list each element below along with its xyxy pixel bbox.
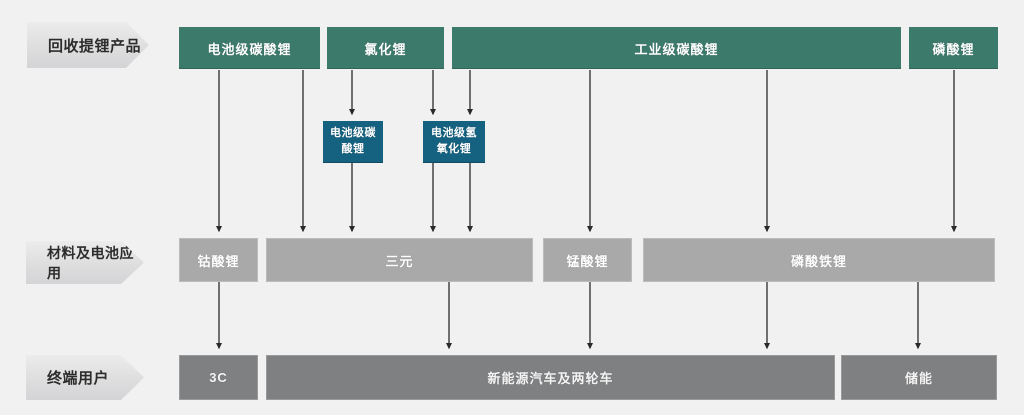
box-ternary: 三元 [266, 238, 533, 282]
box-label: 氯化锂 [364, 41, 407, 57]
box-energy-storage: 储能 [841, 355, 997, 400]
row-label-end-users: 终端用户 [26, 355, 144, 400]
row-label-text: 回收提锂产品 [48, 37, 142, 55]
box-battery-grade-lithium-carbonate-refined: 电池级碳 酸锂 [323, 121, 383, 163]
box-lithium-manganese-oxide: 锰酸锂 [543, 238, 632, 282]
row-label-text: 终端用户 [47, 370, 110, 387]
box-label: 新能源汽车及两轮车 [487, 371, 614, 386]
box-lithium-cobalt-oxide: 钴酸锂 [179, 238, 258, 282]
box-battery-grade-lithium-carbonate: 电池级碳酸锂 [179, 27, 320, 69]
row-label-recycled-lithium-products: 回收提锂产品 [27, 22, 149, 68]
box-label: 锰酸锂 [566, 253, 609, 269]
box-nev-and-two-wheelers: 新能源汽车及两轮车 [266, 355, 835, 400]
box-label: 储能 [904, 371, 933, 386]
box-label: 三元 [385, 253, 414, 269]
box-label: 3C [209, 370, 228, 385]
box-label: 磷酸铁锂 [790, 253, 847, 269]
box-lithium-iron-phosphate: 磷酸铁锂 [643, 238, 995, 282]
box-consumer-3c: 3C [179, 355, 258, 400]
box-label: 磷酸锂 [932, 41, 975, 57]
box-battery-grade-lithium-hydroxide: 电池级氢 氧化锂 [423, 121, 485, 163]
box-label: 电池级氢 氧化锂 [431, 127, 477, 155]
box-label: 电池级碳 酸锂 [330, 127, 376, 155]
box-label: 钴酸锂 [197, 253, 240, 269]
box-lithium-phosphate: 磷酸锂 [909, 27, 998, 69]
box-lithium-chloride: 氯化锂 [327, 27, 444, 69]
box-industrial-grade-lithium-carbonate: 工业级碳酸锂 [452, 27, 901, 69]
row-label-materials-battery-applications: 材料及电池应用 [26, 241, 144, 284]
row-label-text: 材料及电池应用 [47, 244, 134, 281]
box-label: 电池级碳酸锂 [207, 41, 292, 57]
box-label: 工业级碳酸锂 [634, 41, 719, 57]
